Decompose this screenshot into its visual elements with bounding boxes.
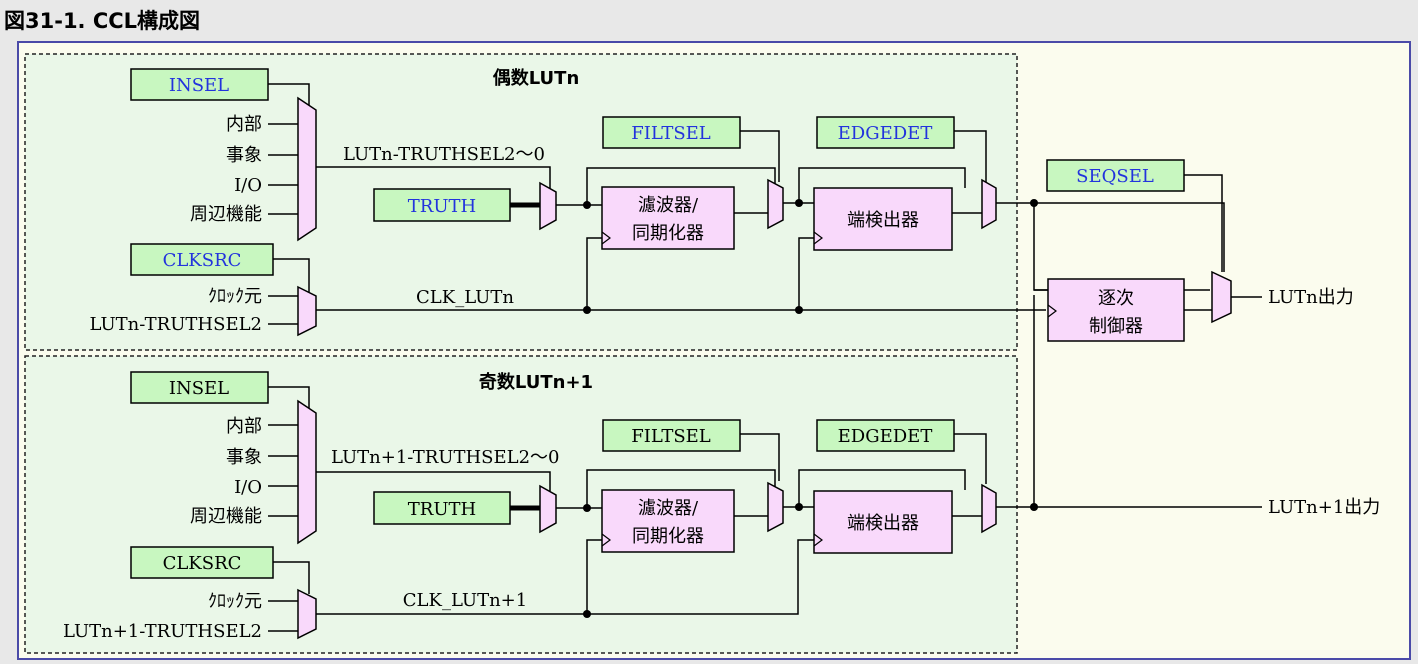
even-section-title: 偶数LUTn	[493, 67, 580, 89]
odd-clk-signal: CLK_LUTn+1	[403, 590, 527, 611]
lutn1-output-label: LUTn+1出力	[1268, 497, 1380, 518]
odd-input-2: I/O	[234, 477, 262, 498]
even-input-1: 事象	[226, 145, 262, 166]
sequencer-block	[1047, 278, 1185, 342]
even-filtsel-label: FILTSEL	[631, 123, 711, 144]
even-muxes	[297, 96, 1232, 337]
odd-section-title: 奇数LUTn+1	[479, 371, 593, 393]
lutn-output-label: LUTn出力	[1268, 287, 1354, 308]
odd-clk-input-1: ｸﾛｯｸ元	[208, 591, 262, 612]
even-insel-label: INSEL	[169, 75, 229, 96]
seqsel-label: SEQSEL	[1076, 166, 1154, 187]
even-edge-mux	[981, 178, 997, 230]
figure-title: 図31-1. CCL構成図	[4, 9, 201, 33]
odd-insel-register	[130, 371, 269, 404]
even-filter-label-2: 同期化器	[632, 223, 704, 244]
even-insel-register	[130, 68, 269, 101]
odd-insel-mux	[297, 399, 317, 545]
sequencer-label-1: 逐次	[1098, 288, 1134, 309]
seqsel-register	[1046, 159, 1185, 192]
even-clk-input-1: ｸﾛｯｸ元	[208, 286, 262, 307]
odd-lut-group	[268, 386, 1262, 632]
odd-input-0: 内部	[226, 416, 262, 437]
even-edgedet-register	[816, 116, 955, 149]
even-truth-mux	[539, 181, 557, 231]
odd-edge-mux	[981, 483, 997, 534]
even-input-2: I/O	[234, 175, 262, 196]
odd-clk-mux	[297, 588, 317, 640]
odd-clk-input-2: LUTn+1-TRUTHSEL2	[63, 621, 262, 642]
odd-filter-label-2: 同期化器	[632, 526, 704, 547]
even-edgedet-label: EDGEDET	[838, 123, 933, 144]
even-clksrc-register	[130, 243, 274, 276]
even-clk-input-2: LUTn-TRUTHSEL2	[90, 314, 263, 335]
even-truthsel-signal: LUTn-TRUTHSEL2～0	[343, 144, 545, 165]
odd-truth-mux	[539, 484, 557, 534]
odd-edgedet-register	[816, 419, 955, 452]
odd-filter-block	[601, 489, 735, 553]
even-clk-signal: CLK_LUTn	[416, 287, 514, 308]
even-filtsel-register	[602, 116, 741, 149]
even-filter-block	[601, 186, 735, 250]
odd-filter-mux	[767, 481, 784, 533]
odd-insel-label: INSEL	[169, 378, 229, 399]
odd-truth-register	[373, 491, 511, 525]
odd-muxes	[297, 399, 997, 640]
odd-edge-block	[813, 490, 953, 554]
even-edge-block	[813, 187, 953, 251]
even-input-3: 周辺機能	[190, 204, 262, 225]
odd-filter-label-1: 濾波器/	[638, 498, 699, 519]
even-clksrc-label: CLKSRC	[163, 250, 242, 271]
odd-filtsel-label: FILTSEL	[631, 426, 711, 447]
odd-filtsel-register	[602, 419, 741, 452]
even-input-0: 内部	[226, 114, 262, 135]
odd-edge-label: 端検出器	[847, 513, 919, 534]
odd-junctions	[583, 503, 1038, 618]
even-filter-mux	[767, 178, 784, 230]
odd-input-3: 周辺機能	[190, 506, 262, 527]
odd-input-1: 事象	[226, 447, 262, 468]
even-clk-mux	[297, 285, 317, 337]
output-mux	[1211, 270, 1232, 324]
even-junctions	[583, 199, 1038, 314]
odd-edgedet-label: EDGEDET	[838, 426, 933, 447]
sequencer-label-2: 制御器	[1089, 316, 1143, 337]
even-truth-label: TRUTH	[408, 196, 476, 217]
odd-truth-label: TRUTH	[408, 499, 476, 520]
odd-truthsel-signal: LUTn+1-TRUTHSEL2～0	[331, 447, 559, 468]
even-filter-label-1: 濾波器/	[638, 195, 699, 216]
even-insel-mux	[297, 96, 317, 242]
odd-clksrc-register	[130, 546, 274, 579]
even-edge-label: 端検出器	[847, 210, 919, 231]
odd-clksrc-label: CLKSRC	[163, 553, 242, 574]
even-truth-register	[373, 188, 511, 222]
